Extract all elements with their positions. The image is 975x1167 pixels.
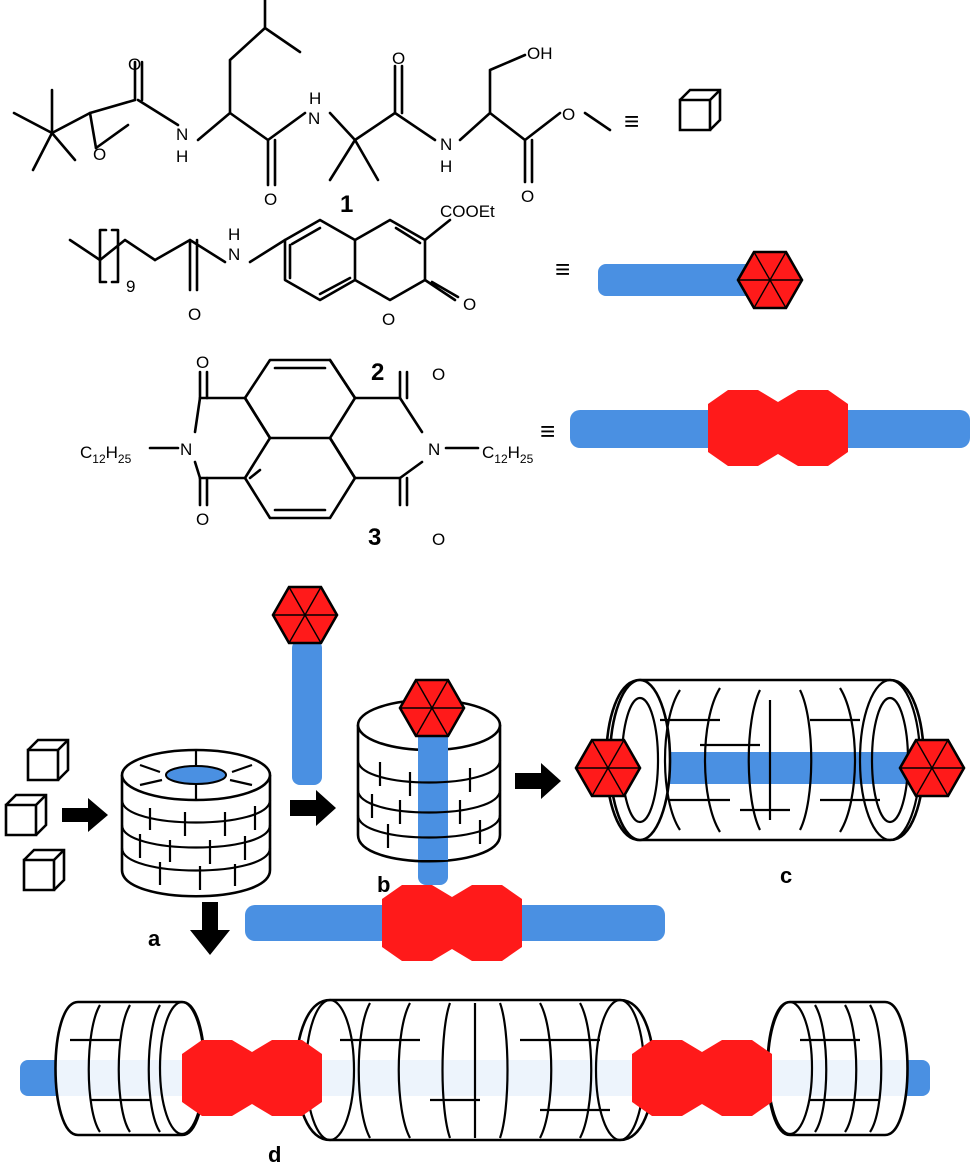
compound-2-label: 2 [371,359,384,386]
barrel-a [120,748,272,898]
c3-r1-c: C12H25 [80,443,132,466]
coumarin-rod-vertical [292,640,322,785]
c3-atom-n2: N [428,440,440,459]
c2-atom-cooet: COOEt [440,202,495,221]
compound-2-structure [68,218,460,302]
c1-atom-o4: O [392,49,405,68]
arrow-right-icon-2 [290,790,336,826]
c1-atom-n1: N [176,125,188,144]
c2-atom-h: H [228,225,240,244]
compound-1-structure [12,0,612,187]
c3-atom-n1: N [180,440,192,459]
arrow-right-icon-3 [515,763,561,799]
equiv-sign-1: ≡ [624,106,639,136]
c2-atom-o1: O [188,305,201,324]
coumarin-rod-tail [598,264,760,296]
arrow-down-icon [190,902,230,955]
c1-atom-o1: O [128,55,141,74]
c3-atom-o2: O [432,365,445,384]
tube-c [604,678,940,842]
c1-atom-h1: H [176,147,188,166]
c2-subscript-9: 9 [126,277,135,296]
c2-atom-o3: O [463,295,476,314]
ndi-d-left-icon [182,1040,322,1116]
tripeptide-cube-icon [678,88,722,132]
c1-atom-o3: O [264,190,277,209]
c1-atom-n2: N [308,109,320,128]
ndi-double-hexagon-scheme-icon [382,885,522,961]
c1-atom-h2: H [309,89,321,108]
c1-atom-h3: H [440,157,452,176]
c3-r2-c: C12H25 [482,443,534,466]
ndi-d-right-icon [632,1040,772,1116]
compound-1-label: 1 [340,191,353,218]
equiv-sign-2: ≡ [555,254,570,284]
c1-atom-o2: O [93,145,106,164]
cube-icon-3 [22,848,66,892]
panel-label-c: c [780,863,792,888]
panel-label-a: a [148,926,161,951]
compound-3-structure [148,358,480,520]
cube-icon-2 [4,793,48,837]
c1-atom-o5: O [562,105,575,124]
assembly-d [20,998,930,1142]
panel-label-d: d [268,1142,281,1167]
cube-icon-1 [26,738,70,782]
c1-atom-o6: O [521,187,534,206]
c3-atom-o4: O [432,530,445,549]
c2-atom-n: N [228,245,240,264]
equiv-sign-3: ≡ [540,416,555,446]
c3-atom-o1: O [196,353,209,372]
ndi-double-hexagon-icon [708,390,848,466]
panel-label-b: b [377,872,390,897]
coumarin-hexagon-icon [736,250,804,310]
c1-atom-n3: N [440,135,452,154]
c1-atom-oh: OH [527,44,553,63]
coumarin-hexagon-top-icon [271,585,339,645]
arrow-right-icon-1 [62,798,108,832]
c3-atom-o3: O [196,510,209,529]
compound-3-label: 3 [368,524,381,551]
c2-atom-o2: O [382,310,395,329]
